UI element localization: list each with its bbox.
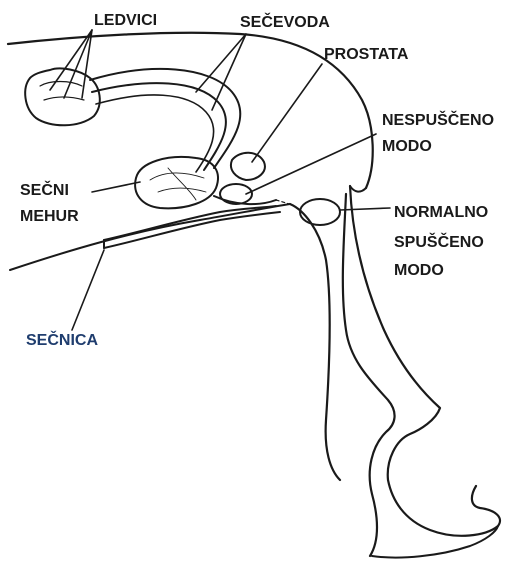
urethra-upper (214, 196, 276, 204)
kidney-detail (40, 82, 84, 101)
label-nespusceno-line1: NESPUŠČENO (382, 108, 494, 134)
label-nespusceno-line2: MODO (382, 134, 432, 160)
label-secevoda: SEČEVODA (240, 10, 330, 36)
bladder-shape (135, 157, 218, 208)
label-secni-line1: SEČNI (20, 178, 69, 204)
body-topline (8, 33, 373, 188)
front-leg-outline (290, 204, 340, 480)
label-normalno-line2: SPUŠČENO (394, 230, 484, 256)
hind-leg-inner (343, 194, 395, 556)
leader-prostata (252, 64, 322, 162)
label-prostata: PROSTATA (324, 42, 408, 68)
bladder-vessels (150, 168, 206, 200)
leader-secnica (72, 250, 104, 330)
descended-testis (300, 199, 340, 225)
leader-secni-mehur (92, 182, 140, 192)
label-secnica: SEČNICA (26, 328, 98, 354)
prostate-shape (231, 153, 265, 180)
leader-secevoda-2 (212, 34, 246, 110)
rump-outline (350, 186, 366, 192)
label-normalno-line1: NORMALNO (394, 200, 488, 226)
label-secni-line2: MEHUR (20, 204, 79, 230)
label-normalno-line3: MODO (394, 258, 444, 284)
label-ledvici: LEDVICI (94, 8, 157, 34)
leader-normalno (340, 208, 390, 210)
